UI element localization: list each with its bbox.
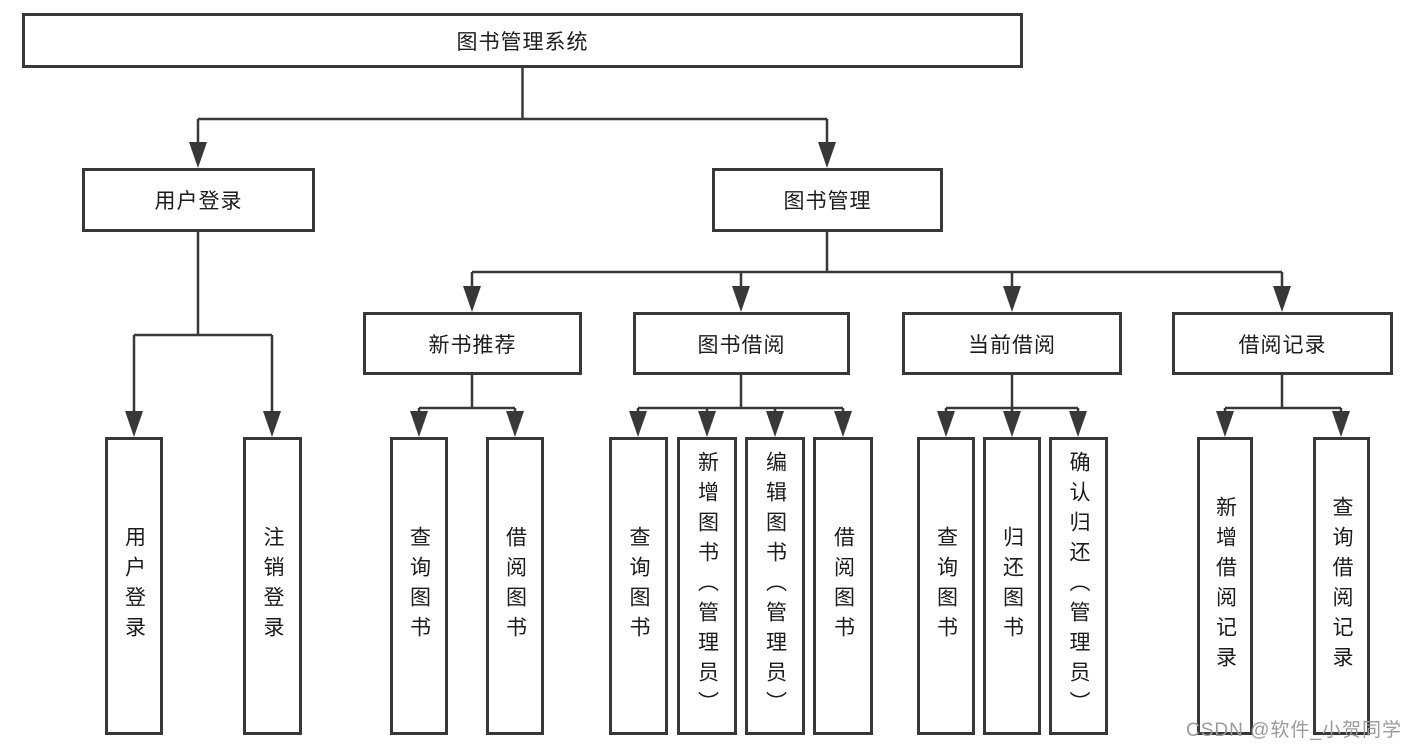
node-label: 图书借阅 (697, 333, 786, 357)
node-user-login-leaf: 用户登录 (105, 437, 163, 735)
node-label: 图书管理 (783, 190, 872, 213)
node-borrow-books-borrow: 借阅图书 (813, 437, 873, 735)
node-query-books-borrow: 查询图书 (609, 437, 668, 735)
node-label: 编辑图书（管理员） (763, 451, 787, 721)
node-current-borrowing: 当前借阅 (902, 312, 1122, 375)
node-new-book-recommendation: 新书推荐 (363, 312, 582, 375)
node-user-login: 用户登录 (82, 168, 315, 232)
node-confirm-return-admin: 确认归还（管理员） (1049, 437, 1108, 735)
node-book-borrowing: 图书借阅 (633, 312, 850, 375)
node-logout: 注销登录 (243, 437, 302, 735)
node-label: 当前借阅 (968, 333, 1056, 357)
node-query-borrow-record: 查询借阅记录 (1313, 437, 1370, 735)
node-library-management-system: 图书管理系统 (22, 13, 1023, 68)
node-label: 查询图书 (407, 526, 431, 646)
node-label: 新增借阅记录 (1213, 496, 1237, 676)
node-label: 查询图书 (627, 526, 650, 646)
node-label: 用户登录 (154, 190, 243, 213)
node-book-management: 图书管理 (712, 168, 943, 232)
node-label: 注销登录 (261, 526, 284, 646)
node-label: 归还图书 (1000, 526, 1024, 646)
node-label: 查询借阅记录 (1330, 496, 1353, 676)
node-label: 查询图书 (934, 526, 958, 646)
node-add-book-admin: 新增图书（管理员） (677, 437, 737, 735)
node-label: 确认归还（管理员） (1067, 451, 1090, 721)
node-label: 借阅图书 (831, 526, 855, 646)
node-label: 新增图书（管理员） (695, 451, 719, 721)
node-borrowing-records: 借阅记录 (1172, 312, 1393, 375)
node-query-books-current: 查询图书 (917, 437, 975, 735)
node-label: 新书推荐 (428, 333, 517, 357)
node-label: 用户登录 (122, 526, 146, 646)
node-label: 图书管理系统 (456, 30, 589, 54)
watermark: CSDN @软件_小贺同学 (1186, 720, 1402, 741)
node-edit-book-admin: 编辑图书（管理员） (745, 437, 805, 735)
node-label: 借阅图书 (503, 526, 527, 646)
node-borrow-books-newbook: 借阅图书 (486, 437, 544, 735)
node-add-borrow-record: 新增借阅记录 (1197, 437, 1253, 735)
node-label: 借阅记录 (1238, 333, 1327, 357)
node-return-books: 归还图书 (983, 437, 1041, 735)
arrowheads-group (125, 142, 1350, 437)
node-query-books-newbook: 查询图书 (390, 437, 448, 735)
connector-paths (132, 68, 1343, 416)
